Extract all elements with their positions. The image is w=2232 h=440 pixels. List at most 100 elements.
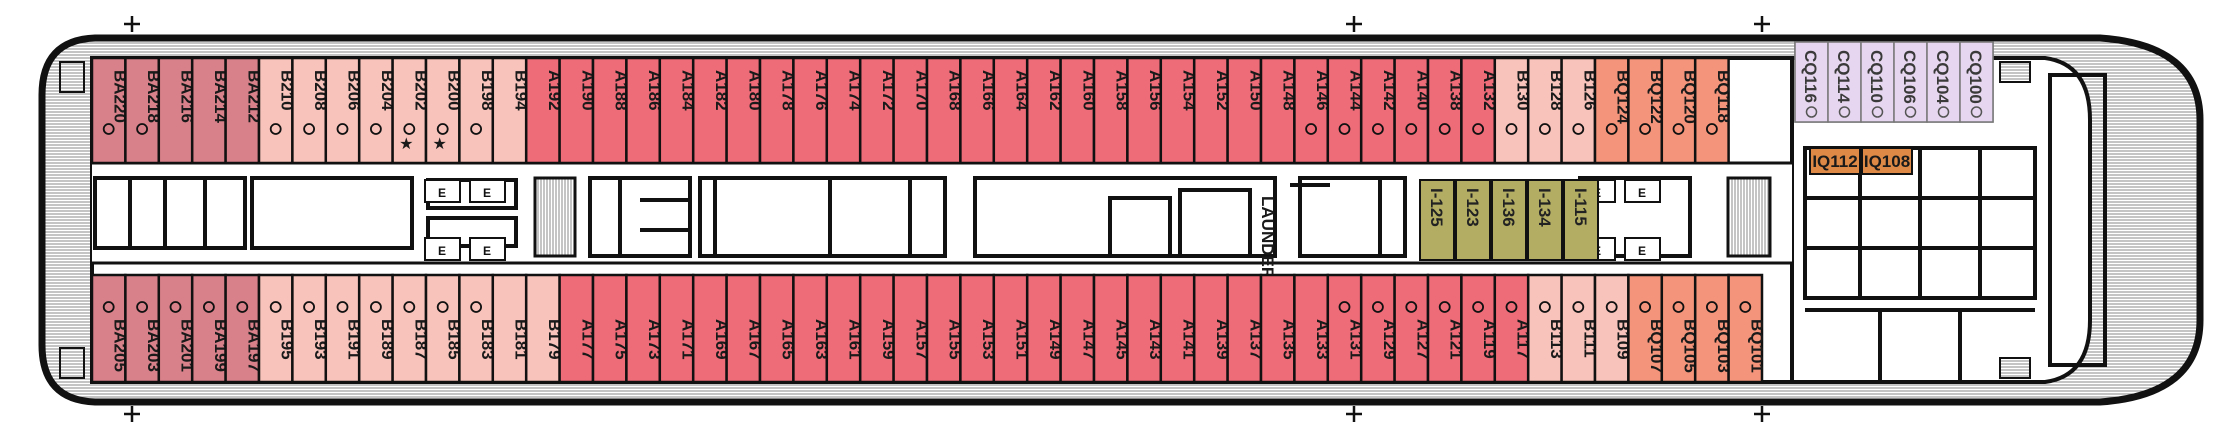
cabin-A127[interactable]: A127 bbox=[1393, 273, 1433, 384]
cabin-A129[interactable]: A129 bbox=[1359, 273, 1399, 384]
cabin-I-123[interactable]: I-123 bbox=[1455, 179, 1491, 261]
cabin-BA205[interactable]: BA205 bbox=[90, 273, 130, 384]
cabin-BA212[interactable]: BA212 bbox=[224, 56, 264, 165]
cabin-A143[interactable]: A143 bbox=[1126, 273, 1165, 384]
cabin-A184[interactable]: A184 bbox=[658, 56, 698, 165]
cabin-BQ120[interactable]: BQ120 bbox=[1660, 56, 1700, 165]
cabin-A165[interactable]: A165 bbox=[758, 273, 798, 384]
cabin-BQ122[interactable]: BQ122 bbox=[1627, 56, 1666, 165]
cabin-A186[interactable]: A186 bbox=[625, 56, 664, 165]
cabin-A159[interactable]: A159 bbox=[858, 273, 898, 384]
cabin-B195[interactable]: B195 bbox=[257, 273, 297, 384]
cabin-B179[interactable]: B179 bbox=[524, 273, 564, 384]
cabin-A153[interactable]: A153 bbox=[959, 273, 998, 384]
cabin-A174[interactable]: A174 bbox=[825, 56, 865, 165]
cabin-A151[interactable]: A151 bbox=[992, 273, 1032, 384]
cabin-BA203[interactable]: BA203 bbox=[124, 273, 163, 384]
cabin-A155[interactable]: A155 bbox=[925, 273, 965, 384]
cabin-A162[interactable]: A162 bbox=[1025, 56, 1065, 165]
cabin-A169[interactable]: A169 bbox=[691, 273, 731, 384]
cabin-B191[interactable]: B191 bbox=[324, 273, 364, 384]
cabin-BA201[interactable]: BA201 bbox=[157, 273, 197, 384]
cabin-A132[interactable]: A132 bbox=[1460, 56, 1499, 165]
cabin-A137[interactable]: A137 bbox=[1226, 273, 1266, 384]
cabin-A156[interactable]: A156 bbox=[1126, 56, 1165, 165]
cabin-A147[interactable]: A147 bbox=[1059, 273, 1099, 384]
cabin-A192[interactable]: A192 bbox=[524, 56, 564, 165]
cabin-B202[interactable]: B202★ bbox=[391, 56, 431, 165]
cabin-A138[interactable]: A138 bbox=[1426, 56, 1466, 165]
cabin-A135[interactable]: A135 bbox=[1259, 273, 1299, 384]
cabin-A154[interactable]: A154 bbox=[1159, 56, 1199, 165]
cabin-A164[interactable]: A164 bbox=[992, 56, 1032, 165]
cabin-B204[interactable]: B204 bbox=[357, 56, 397, 165]
suite-CQ114[interactable]: CQ114 bbox=[1827, 41, 1862, 123]
cabin-A163[interactable]: A163 bbox=[792, 273, 831, 384]
cabin-BA214[interactable]: BA214 bbox=[190, 56, 230, 165]
cabin-A140[interactable]: A140 bbox=[1393, 56, 1433, 165]
cabin-A178[interactable]: A178 bbox=[758, 56, 798, 165]
cabin-A141[interactable]: A141 bbox=[1159, 273, 1199, 384]
cabin-IQ112[interactable]: IQ112 bbox=[1809, 147, 1861, 175]
cabin-A148[interactable]: A148 bbox=[1259, 56, 1299, 165]
cabin-A142[interactable]: A142 bbox=[1359, 56, 1399, 165]
cabin-A117[interactable]: A117 bbox=[1493, 273, 1533, 384]
cabin-A177[interactable]: A177 bbox=[558, 273, 598, 384]
suite-CQ116[interactable]: CQ116 bbox=[1794, 41, 1829, 123]
cabin-BA197[interactable]: BA197 bbox=[224, 273, 264, 384]
cabin-BA220[interactable]: BA220 bbox=[90, 56, 130, 165]
cabin-B183[interactable]: B183 bbox=[458, 273, 497, 384]
cabin-BQ107[interactable]: BQ107 bbox=[1627, 273, 1666, 384]
cabin-I-115[interactable]: I-115 bbox=[1563, 179, 1599, 261]
cabin-A144[interactable]: A144 bbox=[1326, 56, 1366, 165]
cabin-B198[interactable]: B198 bbox=[458, 56, 497, 165]
cabin-A160[interactable]: A160 bbox=[1059, 56, 1099, 165]
cabin-B113[interactable]: B113 bbox=[1526, 273, 1566, 384]
cabin-B210[interactable]: B210 bbox=[257, 56, 297, 165]
cabin-B181[interactable]: B181 bbox=[491, 273, 531, 384]
cabin-A172[interactable]: A172 bbox=[858, 56, 898, 165]
cabin-BQ103[interactable]: BQ103 bbox=[1693, 273, 1733, 384]
cabin-A182[interactable]: A182 bbox=[691, 56, 731, 165]
cabin-B193[interactable]: B193 bbox=[291, 273, 330, 384]
cabin-A168[interactable]: A168 bbox=[925, 56, 965, 165]
cabin-A161[interactable]: A161 bbox=[825, 273, 865, 384]
cabin-I-134[interactable]: I-134 bbox=[1527, 179, 1563, 261]
cabin-A119[interactable]: A119 bbox=[1460, 273, 1499, 384]
cabin-BA216[interactable]: BA216 bbox=[157, 56, 197, 165]
cabin-BQ124[interactable]: BQ124 bbox=[1593, 56, 1633, 165]
cabin-A170[interactable]: A170 bbox=[892, 56, 932, 165]
suite-CQ104[interactable]: CQ104 bbox=[1926, 41, 1961, 123]
cabin-A157[interactable]: A157 bbox=[892, 273, 932, 384]
cabin-A133[interactable]: A133 bbox=[1293, 273, 1332, 384]
cabin-A121[interactable]: A121 bbox=[1426, 273, 1466, 384]
cabin-IQ108[interactable]: IQ108 bbox=[1861, 147, 1913, 175]
cabin-A158[interactable]: A158 bbox=[1092, 56, 1132, 165]
cabin-B206[interactable]: B206 bbox=[324, 56, 364, 165]
cabin-A180[interactable]: A180 bbox=[725, 56, 765, 165]
cabin-B130[interactable]: B130 bbox=[1493, 56, 1533, 165]
cabin-A145[interactable]: A145 bbox=[1092, 273, 1132, 384]
cabin-B200[interactable]: B200★ bbox=[424, 56, 464, 165]
cabin-A167[interactable]: A167 bbox=[725, 273, 765, 384]
cabin-A175[interactable]: A175 bbox=[591, 273, 631, 384]
cabin-A146[interactable]: A146 bbox=[1293, 56, 1332, 165]
cabin-B208[interactable]: B208 bbox=[291, 56, 330, 165]
cabin-A173[interactable]: A173 bbox=[625, 273, 664, 384]
cabin-I-136[interactable]: I-136 bbox=[1491, 179, 1527, 261]
cabin-B189[interactable]: B189 bbox=[357, 273, 397, 384]
cabin-B126[interactable]: B126 bbox=[1560, 56, 1600, 165]
cabin-BQ101[interactable]: BQ101 bbox=[1727, 273, 1767, 384]
cabin-B128[interactable]: B128 bbox=[1526, 56, 1566, 165]
cabin-BQ118[interactable]: BQ118 bbox=[1693, 56, 1733, 165]
suite-CQ110[interactable]: CQ110 bbox=[1860, 41, 1895, 123]
cabin-BA199[interactable]: BA199 bbox=[190, 273, 230, 384]
cabin-B187[interactable]: B187 bbox=[391, 273, 431, 384]
cabin-B109[interactable]: B109 bbox=[1593, 273, 1633, 384]
cabin-A188[interactable]: A188 bbox=[591, 56, 631, 165]
cabin-I-125[interactable]: I-125 bbox=[1419, 179, 1455, 261]
cabin-A139[interactable]: A139 bbox=[1192, 273, 1232, 384]
cabin-A190[interactable]: A190 bbox=[558, 56, 598, 165]
cabin-B185[interactable]: B185 bbox=[424, 273, 464, 384]
cabin-A152[interactable]: A152 bbox=[1192, 56, 1232, 165]
